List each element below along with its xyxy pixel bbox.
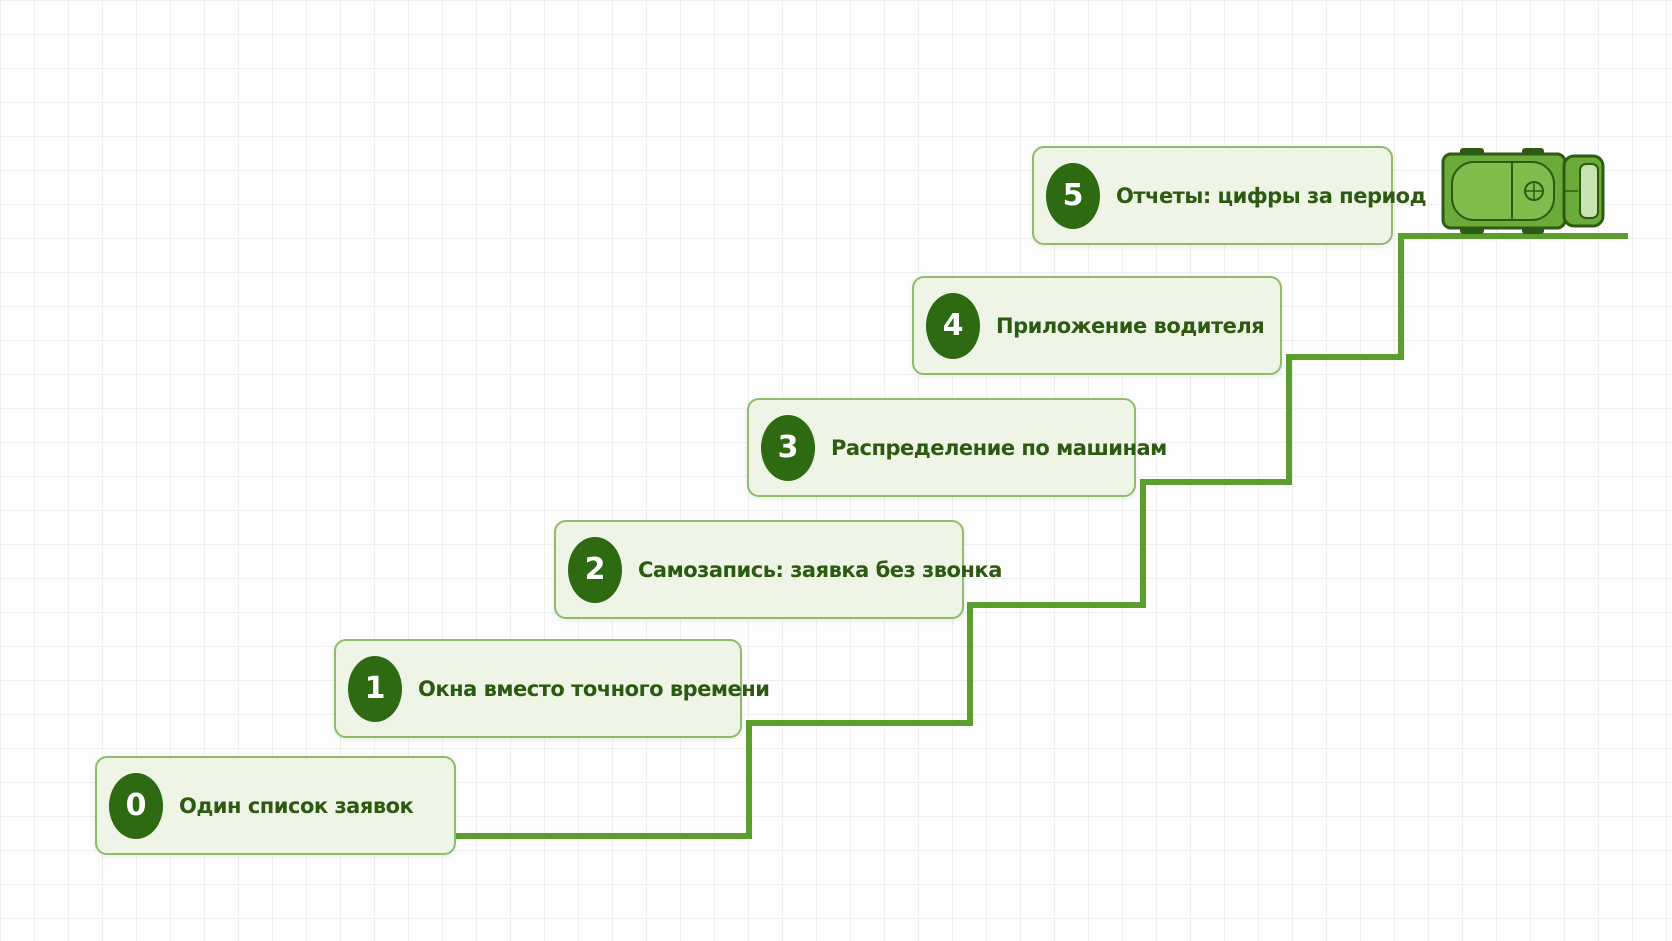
- step-label: Приложение водителя: [996, 313, 1265, 338]
- step-card-2: 2 Самозапись: заявка без звонка: [554, 520, 1002, 619]
- step-label: Отчеты: цифры за период: [1116, 183, 1427, 208]
- step-number-badge: 4: [926, 292, 980, 359]
- step-card-4: 4 Приложение водителя: [912, 276, 1282, 375]
- step-card-1: 1 Окна вместо точного времени: [334, 639, 770, 738]
- step-label: Распределение по машинам: [831, 435, 1167, 460]
- step-card-5: 5 Отчеты: цифры за период: [1032, 146, 1427, 245]
- step-label: Самозапись: заявка без звонка: [638, 557, 1002, 582]
- step-number-badge: 2: [568, 536, 622, 603]
- step-number-badge: 5: [1046, 162, 1100, 229]
- step-card-0: 0 Один список заявок: [95, 756, 456, 855]
- step-number-badge: 0: [109, 772, 163, 839]
- step-card-3: 3 Распределение по машинам: [747, 398, 1167, 497]
- step-label: Один список заявок: [179, 793, 414, 818]
- step-label: Окна вместо точного времени: [418, 676, 770, 701]
- truck-icon: [1441, 148, 1605, 234]
- step-number-badge: 3: [761, 414, 815, 481]
- step-number-badge: 1: [348, 655, 402, 722]
